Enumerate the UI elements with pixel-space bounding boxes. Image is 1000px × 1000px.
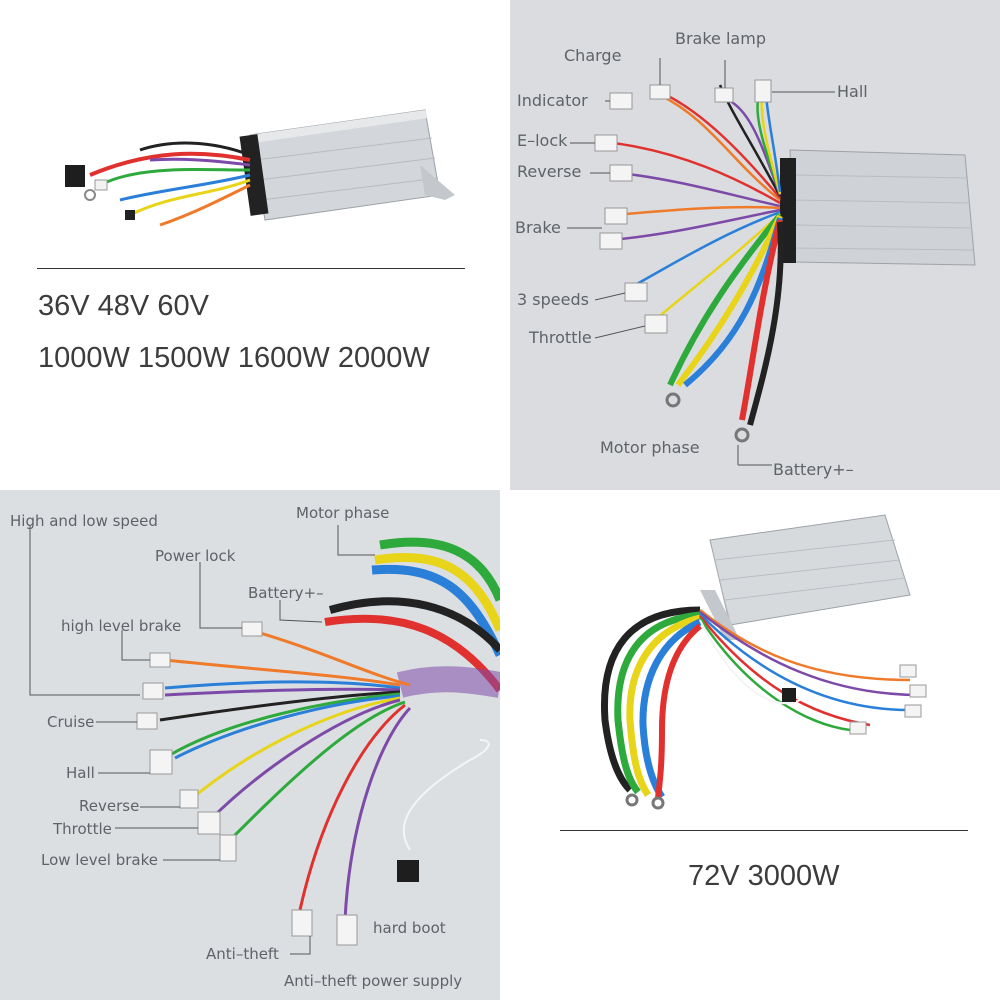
- label-anti-theft: Anti–theft: [206, 945, 279, 963]
- label-brake-lamp: Brake lamp: [675, 29, 766, 48]
- panel-top-right: Charge Brake lamp Hall Indicator E–lock …: [510, 0, 1000, 490]
- label-motor-phase: Motor phase: [600, 438, 700, 457]
- label-power-lock: Power lock: [155, 547, 236, 565]
- panel-bottom-left: High and low speed Motor phase Power loc…: [0, 490, 500, 1000]
- label-anti-theft-power: Anti–theft power supply: [284, 972, 463, 990]
- controller-illustration-4: [600, 514, 927, 810]
- label-throttle-3: Throttle: [53, 820, 112, 838]
- power-spec: 1000W 1500W 1600W 2000W: [38, 342, 430, 374]
- label-e-lock: E–lock: [517, 131, 568, 150]
- label-cruise: Cruise: [47, 713, 95, 731]
- panel-top-left: 36V 48V 60V 1000W 1500W 1600W 2000W: [0, 0, 500, 490]
- label-high-low-speed: High and low speed: [10, 512, 158, 530]
- controller-illustration-3: [29, 525, 500, 955]
- label-battery-3: Battery+–: [248, 584, 324, 602]
- divider-line-4: [560, 830, 968, 831]
- panel-bottom-right: 72V 3000W: [510, 500, 1000, 1000]
- label-hard-boot: hard boot: [373, 919, 446, 937]
- label-battery: Battery+–: [773, 460, 854, 479]
- label-charge: Charge: [564, 46, 622, 65]
- controller-illustration-1: [65, 109, 455, 227]
- label-high-level-brake: high level brake: [61, 617, 182, 635]
- label-hall: Hall: [837, 82, 868, 101]
- controller-illustration-2: [567, 58, 976, 466]
- label-brake: Brake: [515, 218, 561, 237]
- label-motor-phase-3: Motor phase: [296, 504, 390, 522]
- label-indicator: Indicator: [517, 91, 588, 110]
- spec-72v-3000w: 72V 3000W: [688, 860, 840, 892]
- voltage-spec: 36V 48V 60V: [38, 290, 209, 322]
- label-low-level-brake: Low level brake: [41, 851, 159, 869]
- label-throttle: Throttle: [529, 328, 592, 347]
- label-3-speeds: 3 speeds: [517, 290, 589, 309]
- divider-line: [37, 268, 465, 269]
- label-reverse: Reverse: [517, 162, 582, 181]
- label-reverse-3: Reverse: [79, 797, 140, 815]
- label-hall-3: Hall: [66, 764, 95, 782]
